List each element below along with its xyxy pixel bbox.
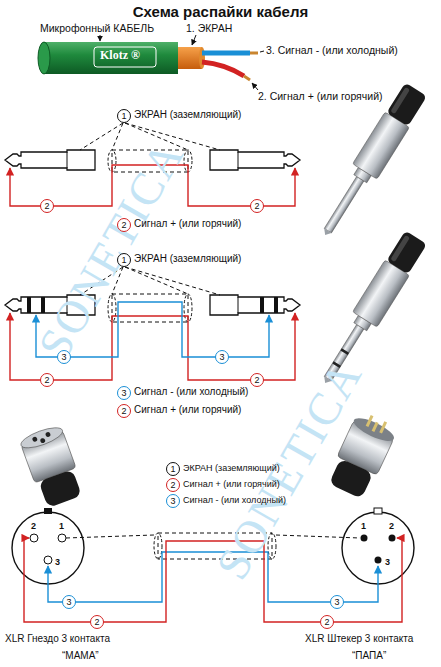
callout-number: 3	[330, 595, 344, 609]
legend-text: ЭКРАН (заземляющий)	[134, 109, 241, 121]
legend-text: ЭКРАН (заземляющий)	[134, 253, 241, 265]
xlr-female-photo	[19, 424, 86, 510]
callout-number: 2	[250, 199, 264, 213]
callout-number: 2	[40, 373, 54, 387]
legend-text: Сигнал - (или холодный)	[134, 386, 248, 398]
connector-caption: XLR Гнездо 3 контакта	[5, 633, 110, 645]
pin-number: 1	[361, 521, 366, 531]
connector-caption: XLR Штекер 3 контакта	[305, 633, 413, 645]
callout-number: 3	[62, 595, 76, 609]
callout-number: 3	[117, 386, 131, 400]
legend-text: Сигнал + (или горячий)	[183, 479, 280, 489]
pin-number: 2	[389, 521, 394, 531]
callout-number: 2	[40, 199, 54, 213]
pin-number: 2	[31, 521, 36, 531]
ts-jack-photo	[313, 82, 428, 243]
callout-number: 3	[57, 350, 71, 364]
callout-number: 3	[166, 494, 180, 508]
callout-number: 1	[117, 109, 131, 123]
legend-text: ЭКРАН (заземляющий)	[183, 463, 280, 473]
brand-logo: Klotz ®	[100, 49, 140, 63]
callout-number: 3	[215, 350, 229, 364]
callout-number: 2	[117, 218, 131, 232]
callout-number: 2	[250, 373, 264, 387]
title: Схема распайки кабеля	[0, 3, 441, 20]
legend-text: Сигнал + (или горячий)	[134, 404, 241, 416]
callout-number: 2	[117, 404, 131, 418]
callout-number: 2	[166, 478, 180, 492]
callout-number: 1	[117, 253, 131, 267]
cable-part-label: 3. Сигнал - (или холодный)	[266, 44, 398, 56]
connector-caption: “МАМА”	[62, 650, 99, 662]
cable-illustration	[38, 35, 264, 90]
callout-number: 1	[166, 462, 180, 476]
callout-number: 2	[90, 615, 104, 629]
connector-caption: “ПАПА”	[352, 650, 386, 662]
legend-text: Сигнал + (или горячий)	[134, 218, 241, 230]
pin-number: 3	[385, 557, 390, 567]
pin-number: 1	[59, 521, 64, 531]
pin-number: 3	[55, 557, 60, 567]
cable-part-label: 2. Сигнал + (или горячий)	[258, 90, 383, 102]
callout-number: 2	[320, 615, 334, 629]
cable-part-label: Микрофонный КАБЕЛЬ	[40, 22, 154, 34]
legend-text: Сигнал - (или холодный)	[183, 495, 286, 505]
cable-part-label: 1. ЭКРАН	[186, 22, 232, 34]
